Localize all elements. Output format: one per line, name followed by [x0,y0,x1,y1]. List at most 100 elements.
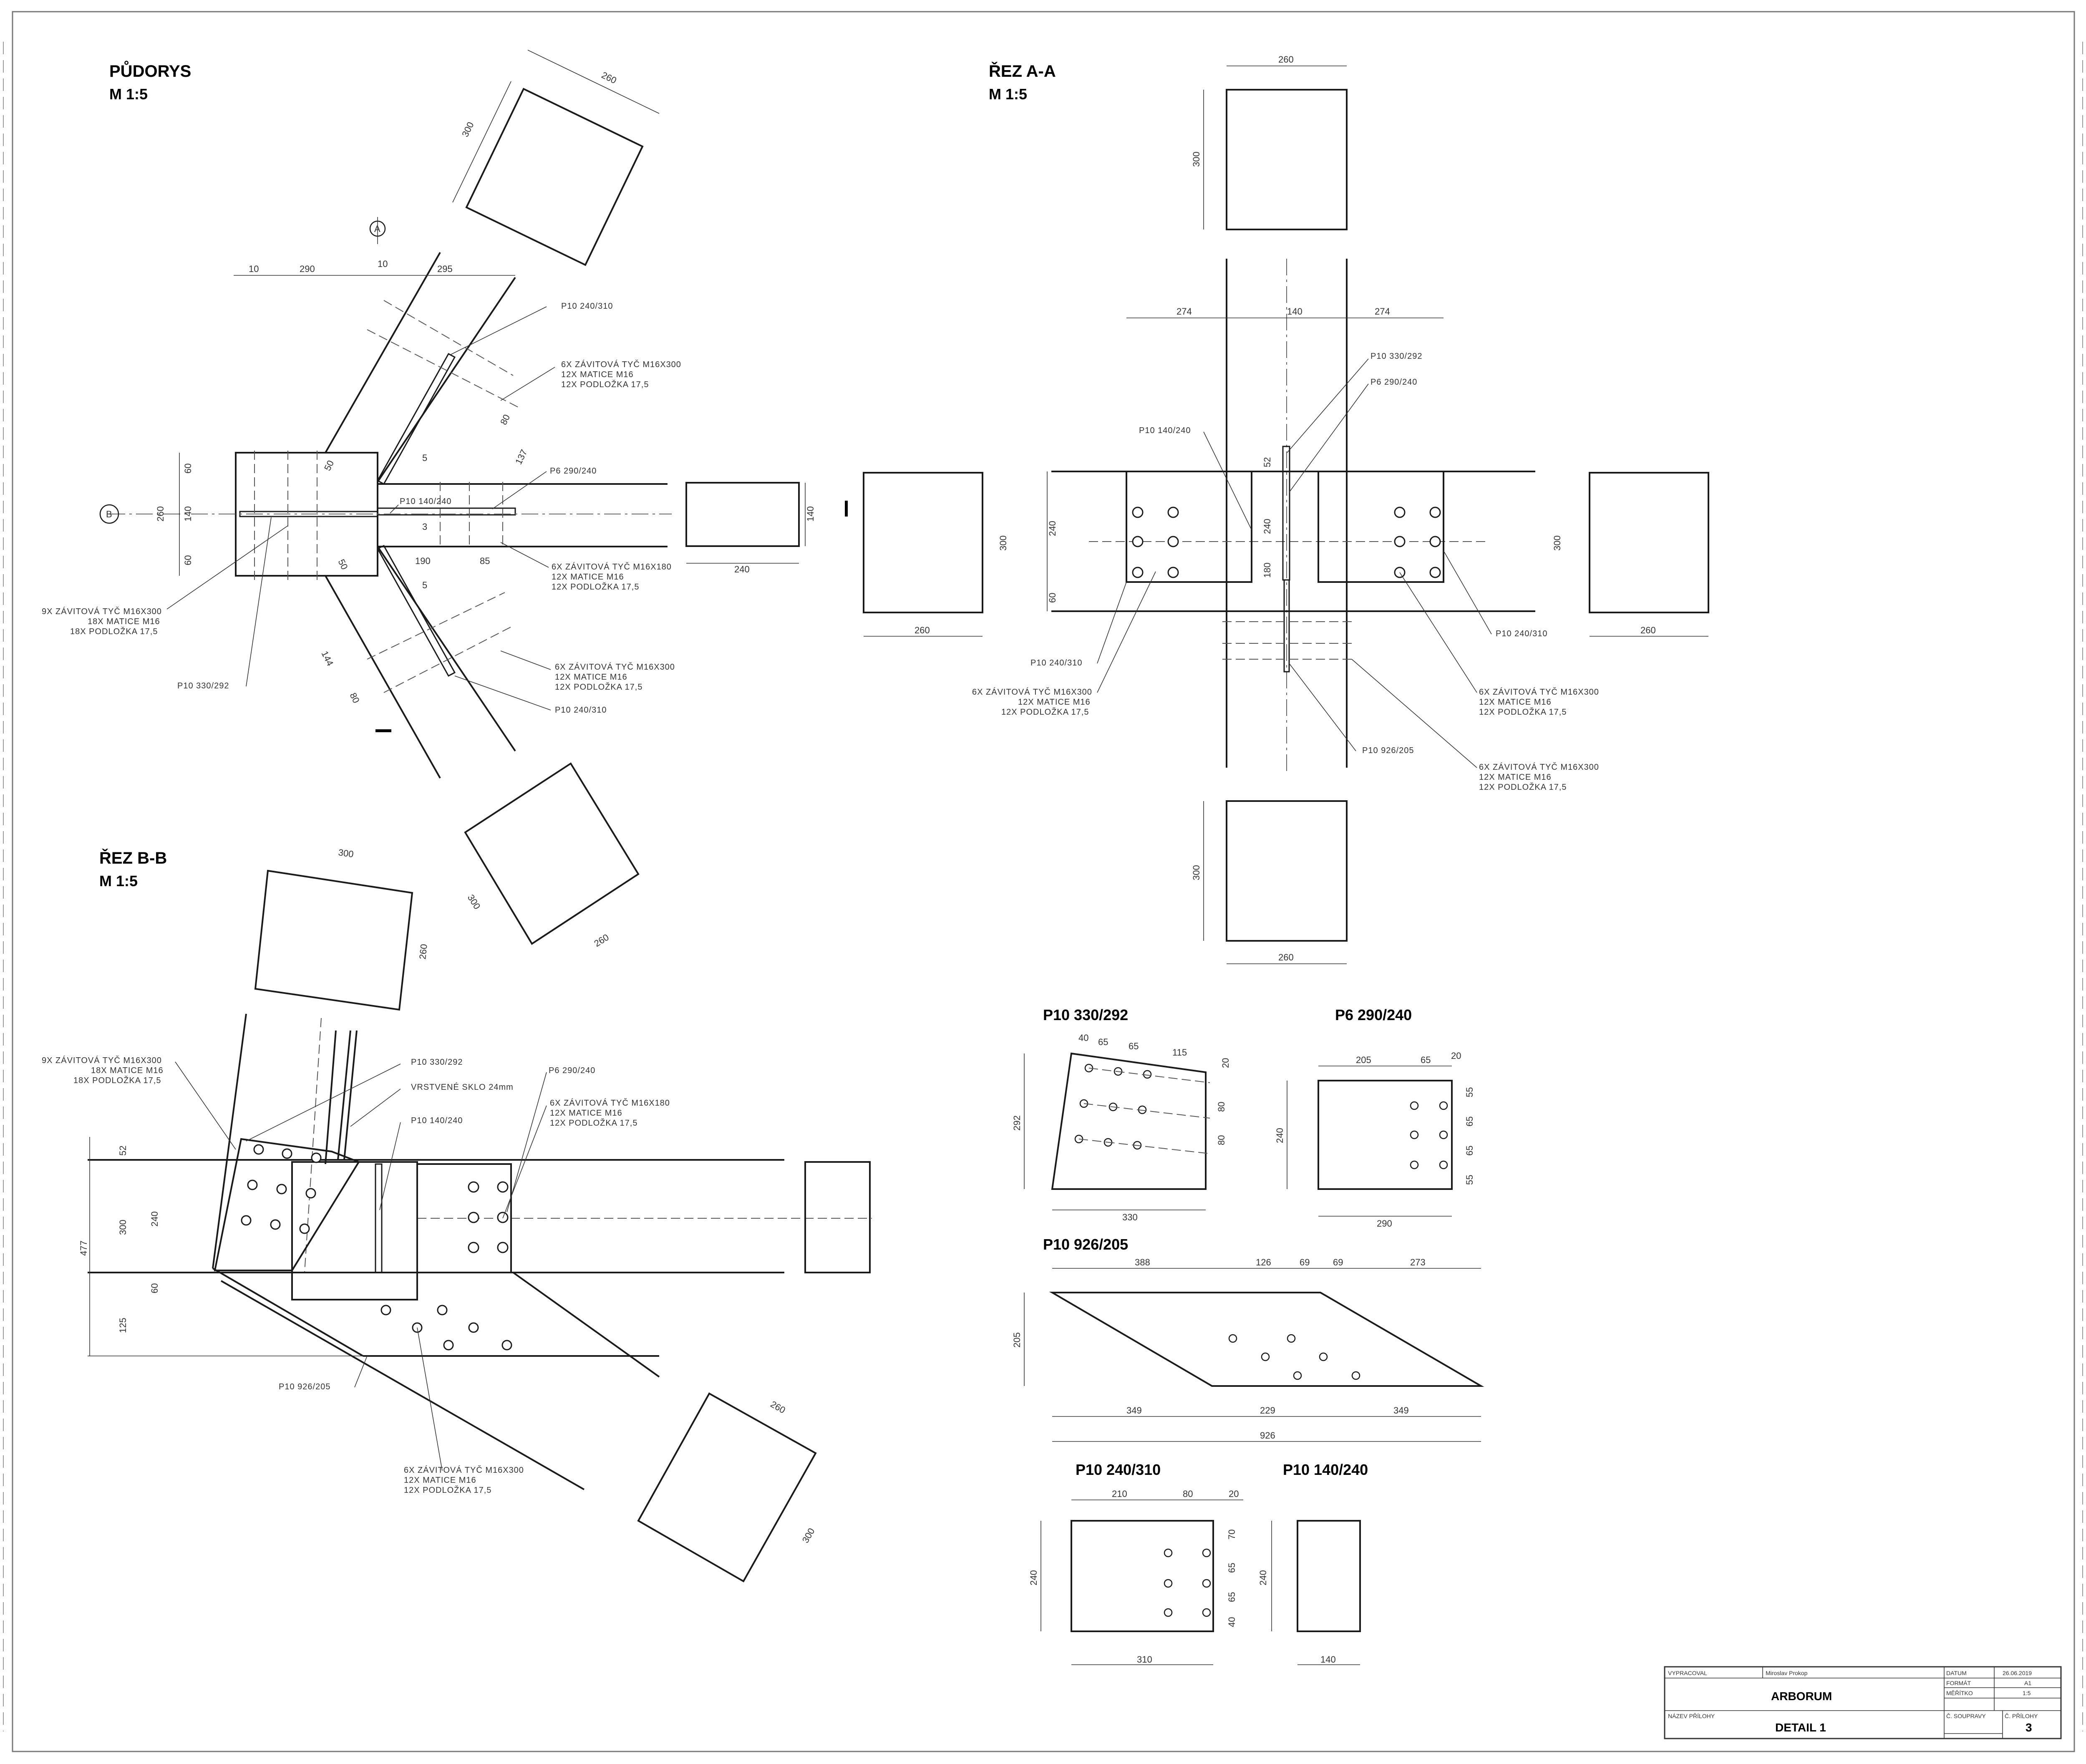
aa-bolts-left [1132,507,1179,578]
bb-bolt [282,1148,292,1159]
plan-arm-lower-axis [367,592,505,660]
detail-p10-330-title: P10 330/292 [1043,1006,1128,1023]
hole [1439,1101,1448,1110]
plan-dim-240-end: 240 [734,564,750,575]
detail-p6-dim-65b: 65 [1464,1146,1475,1156]
leader-line [450,306,547,355]
plan-note-9x300-line1: 9X ZÁVITOVÁ TYČ M16X300 [42,607,162,616]
plan-dim-10b: 10 [378,259,388,269]
plan-dim-144: 144 [320,649,336,668]
detail-p10-926-dim-926: 926 [1260,1430,1275,1441]
aa-dim-52: 52 [1262,457,1272,467]
leader-line [166,525,288,610]
aa-note-bottom-line2: 12X MATICE M16 [1479,773,1552,782]
sheet-frame [12,11,2075,1752]
aa-bolt [1167,567,1179,578]
plan-dim-10a: 10 [249,264,259,274]
bb-column-left [212,1013,247,1269]
plan-note-6x300-line2: 12X MATICE M16 [561,370,634,379]
detail-p6-dim-205: 205 [1356,1055,1371,1065]
leader-line [390,504,399,514]
aa-note-bottom-line1: 6X ZÁVITOVÁ TYČ M16X300 [1479,762,1599,772]
leader-line [1443,550,1492,635]
bb-label-p10-140: P10 140/240 [411,1116,463,1125]
bb-note-9x300-line1: 9X ZÁVITOVÁ TYČ M16X300 [42,1056,162,1065]
aa-bolt [1132,567,1144,578]
hole [1410,1160,1419,1169]
plan-label-p10-330: P10 330/292 [177,681,229,690]
detail-p10-926-dim-273: 273 [1410,1257,1426,1268]
bb-bolt [305,1188,316,1199]
section-bb-view: ŘEZ B-B M 1:5 300 260 300 260 [42,762,872,1583]
detail-p6-dim-55a: 55 [1464,1087,1475,1097]
aa-bolt [1394,507,1406,518]
bb-dim-300-c: 300 [800,1526,817,1545]
aa-bolt [1429,567,1441,578]
bb-note-6x180-line3: 12X PODLOŽKA 17,5 [550,1118,637,1128]
bb-bolt [437,1305,448,1315]
detail-p10-926-dim-126: 126 [1256,1257,1271,1268]
plan-arm-upper-right [377,277,516,483]
leader-line [417,1327,443,1471]
aa-dim-300-left: 300 [998,535,1008,551]
aa-label-p10-926: P10 926/205 [1362,746,1414,755]
detail-p6-dim-55b: 55 [1464,1175,1475,1185]
plan-note-6x180-line1: 6X ZÁVITOVÁ TYČ M16X180 [552,562,672,572]
plan-arm-lower-plate [376,545,456,677]
bb-bolt [468,1181,479,1193]
bb-dim-300-b: 300 [466,892,483,911]
section-b-label: B [106,509,112,519]
hole [1164,1548,1173,1557]
hole [1202,1608,1211,1617]
tb-drawn-by: Miroslav Prokop [1766,1670,1808,1676]
bb-label-p10-330: P10 330/292 [411,1058,463,1067]
detail-p6-dim-65: 65 [1421,1055,1431,1065]
bb-dim-260-b: 260 [592,932,610,949]
detail-p10-926-dim-349b: 349 [1393,1405,1409,1416]
leader-line [492,471,547,509]
leader-line [1399,572,1477,693]
tb-attachment: DETAIL 1 [1775,1721,1826,1734]
hole [1202,1579,1211,1588]
tb-scale-label: MĚŘÍTKO [1946,1690,1973,1696]
aa-dim-260-top: 260 [1278,54,1294,65]
detail-p10-330-dim-40: 40 [1078,1033,1088,1043]
plan-arm-upper-left [325,252,441,453]
bb-note-9x300-line3: 18X PODLOŽKA 17,5 [73,1076,161,1085]
bb-dim-240: 240 [149,1211,160,1227]
aa-bolts-right [1394,507,1441,578]
plan-note-6x300b-line2: 12X MATICE M16 [555,673,627,682]
aa-note-left-line2: 12X MATICE M16 [1018,698,1091,707]
detail-p10-140-240: P10 140/240 240 140 [1258,1461,1368,1665]
bb-bolt [241,1215,252,1226]
hole [1410,1130,1419,1139]
detail-p10-240-dim-210: 210 [1112,1489,1127,1499]
plan-dim-85: 85 [480,556,490,566]
bb-note-6x300-line3: 12X PODLOŽKA 17,5 [404,1485,491,1495]
bb-dim-300: 300 [338,847,354,859]
plan-dim-140-left: 140 [183,506,193,522]
aa-note-right-line2: 12X MATICE M16 [1479,698,1552,707]
section-bb-title: ŘEZ B-B [99,848,167,867]
aa-label-p10-240-left: P10 240/310 [1030,658,1082,668]
plan-dim-295: 295 [437,264,453,274]
bb-timber-top-mid [464,762,640,945]
hole [1261,1352,1270,1361]
bb-lower-block [291,1161,418,1300]
tb-set-label: Č. SOUPRAVY [1946,1713,1986,1719]
tb-scale: 1:5 [2023,1690,2031,1696]
detail-p10-240-dim-70: 70 [1227,1530,1237,1540]
hole [1293,1371,1302,1380]
detail-p10-330-dim-115: 115 [1172,1047,1187,1058]
aa-plate-left [1126,471,1252,583]
bb-note-6x300-line1: 6X ZÁVITOVÁ TYČ M16X300 [404,1465,524,1475]
bb-bolt [253,1144,264,1155]
plan-arm-upper-axis [383,300,514,376]
aa-timber-top [1226,89,1348,230]
aa-dim-274-right: 274 [1375,306,1390,317]
plan-note-6x180-line2: 12X MATICE M16 [552,572,624,582]
bb-glass-2 [343,1030,358,1160]
hole [1164,1608,1173,1617]
plan-scale: M 1:5 [109,86,148,103]
detail-p10-240-dim-65a: 65 [1227,1563,1237,1573]
